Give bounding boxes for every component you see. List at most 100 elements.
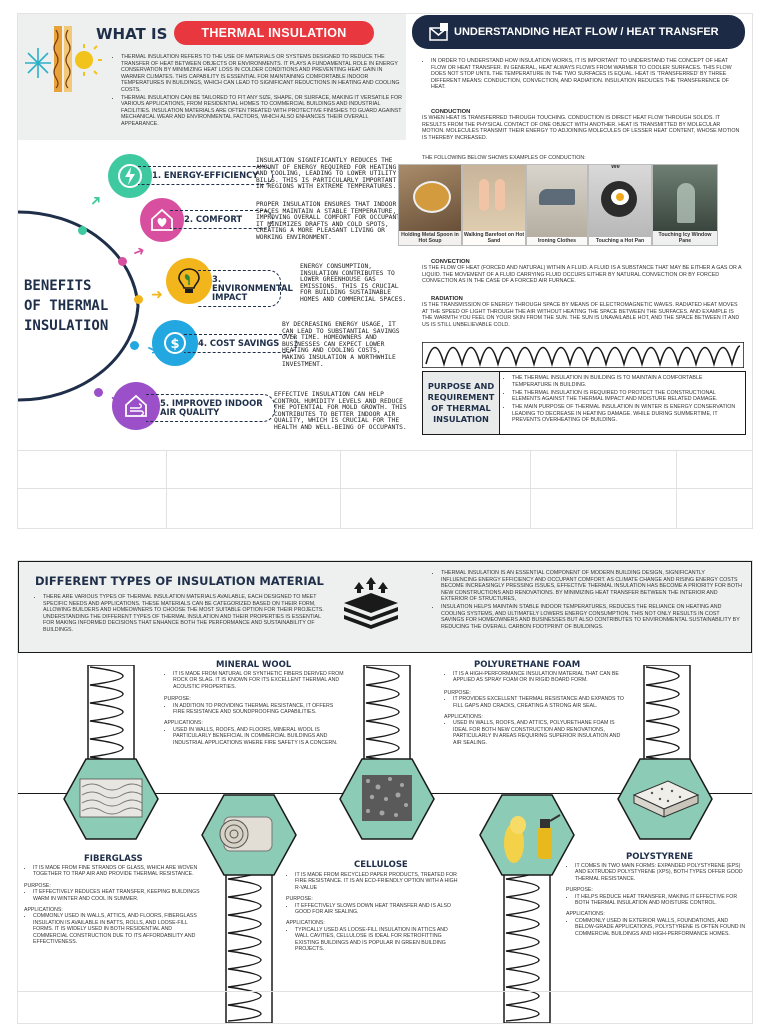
grid-divider (18, 450, 752, 451)
comfort-heart-home-icon (140, 198, 184, 242)
mineral-wool-desc: IT IS MADE FROM NATURAL OR SYNTHETIC FIB… (173, 671, 344, 690)
polyurethane-desc: IT IS A HIGH-PERFORMANCE INSULATION MATE… (453, 671, 624, 684)
polyurethane-title: POLYURETHANE FOAM (474, 660, 581, 670)
air-quality-home-icon (112, 382, 160, 430)
benefit-3-label: 3. ENVIRONMENTAL IMPACT (198, 270, 293, 307)
polystyrene-purpose-label: PURPOSE: (566, 887, 593, 894)
polyurethane-spray-hexagon (479, 794, 575, 876)
cellulose-apps: TYPICALLY USED AS LOOSE-FILL INSULATION … (295, 927, 462, 953)
grid-divider (18, 488, 752, 489)
example-overlay-text: We (611, 164, 620, 170)
mineral-wool-text: IT IS MADE FROM NATURAL OR SYNTHETIC FIB… (164, 671, 344, 746)
convection-text: IS THE FLOW OF HEAT (FORCED AND NATURAL)… (422, 265, 742, 284)
connector-dot (118, 257, 127, 266)
example-photo-sand: Walking Barefoot on Hot Sand (462, 164, 526, 246)
polystyrene-purpose: IT HELPS REDUCE HEAT TRANSFER, MAKING IT… (575, 894, 746, 907)
grid-divider (676, 450, 677, 528)
benefit-1-label: 1. ENERGY-EFFICIENCY (138, 166, 273, 185)
radiation-text: IS THE TRANSMISSION OF ENERGY THROUGH SP… (422, 302, 740, 328)
types-intro: THERE ARE VARIOUS TYPES OF THERMAL INSUL… (34, 594, 324, 635)
purpose-point-1: THE THERMAL INSULATION IN BUILDING IS TO… (512, 375, 741, 388)
purpose-point-3: THE MAIN PURPOSE OF THERMAL INSULATION I… (512, 404, 741, 424)
what-is-para-1: THERMAL INSULATION REFERS TO THE USE OF … (121, 54, 404, 93)
mineral-wool-apps: USED IN WALLS, ROOFS, AND FLOORS, MINERA… (173, 727, 344, 746)
convection-section: CONVECTION IS THE FLOW OF HEAT (FORCED A… (422, 259, 744, 285)
envelope-note-icon (429, 23, 448, 41)
fiberglass-purpose: IT EFFECTIVELY REDUCES HEAT TRANSFER, KE… (33, 889, 204, 902)
connector-dot (94, 388, 103, 397)
mineral-wool-apps-label: APPLICATIONS: (164, 720, 203, 727)
example-photo-window: Touching Icy Window Pane (652, 164, 718, 246)
mineral-wool-purpose: IN ADDITION TO PROVIDING THERMAL RESISTA… (173, 703, 344, 716)
conduction-section: CONDUCTION IS WHEN HEAT IS TRANSFERRED T… (422, 109, 744, 141)
cellulose-title: CELLULOSE (354, 860, 408, 870)
example-caption-3: Ironing Clothes (527, 237, 587, 245)
fiberglass-hexagon (63, 758, 159, 840)
fiberglass-desc: IT IS MADE FROM FINE STRANDS OF GLASS, W… (33, 865, 204, 878)
polyurethane-apps-label: APPLICATIONS: (444, 714, 483, 721)
example-photo-iron: Ironing Clothes (526, 164, 588, 246)
benefit-5-desc: EFFECTIVE INSULATION CAN HELP CONTROL HU… (274, 391, 407, 431)
cellulose-text: IT IS MADE FROM RECYCLED PAPER PRODUCTS,… (286, 872, 462, 952)
mineral-wool-title: MINERAL WOOL (216, 660, 292, 670)
fiberglass-apps-label: APPLICATIONS: (24, 907, 63, 914)
types-title: DIFFERENT TYPES OF INSULATION MATERIAL (35, 574, 324, 588)
arrow-icon: ➜ (151, 286, 163, 302)
fiberglass-purpose-label: PURPOSE: (24, 882, 51, 889)
types-right-text: THERMAL INSULATION IS AN ESSENTIAL COMPO… (432, 570, 742, 632)
infographic-sheet-2: DIFFERENT TYPES OF INSULATION MATERIAL T… (18, 561, 752, 1023)
example-caption-1: Holding Metal Spoon in Hot Soup (399, 231, 461, 245)
benefit-2-desc: PROPER INSULATION ENSURES THAT INDOOR SP… (256, 201, 408, 241)
cellulose-apps-label: APPLICATIONS: (286, 920, 325, 927)
example-photo-pan: We Touching a Hot Pan (588, 164, 652, 246)
cellulose-purpose-label: PURPOSE: (286, 896, 313, 903)
benefits-hub-title: BENEFITS OF THERMAL INSULATION (24, 278, 109, 334)
cellulose-hexagon (339, 758, 435, 840)
conduction-text: IS WHEN HEAT IS TRANSFERRED THROUGH TOUC… (422, 115, 740, 141)
polyurethane-purpose: IT PROVIDES EXCELLENT THERMAL RESISTANCE… (453, 696, 624, 709)
cellulose-desc: IT IS MADE FROM RECYCLED PAPER PRODUCTS,… (295, 872, 462, 891)
thermal-insulation-pill: THERMAL INSULATION (174, 21, 374, 45)
connector-dot (134, 295, 143, 304)
mineral-wool-roll-hexagon (201, 794, 297, 876)
example-photo-spoon: Holding Metal Spoon in Hot Soup (398, 164, 462, 246)
types-right-para-2: INSULATION HELPS MAINTAIN STABLE INDOOR … (441, 604, 742, 630)
fiberglass-text: IT IS MADE FROM FINE STRANDS OF GLASS, W… (24, 865, 204, 945)
types-right-para-1: THERMAL INSULATION IS AN ESSENTIAL COMPO… (441, 570, 742, 603)
connector-dot (130, 341, 139, 350)
what-is-heading: WHAT IS (96, 25, 168, 43)
example-caption-2: Walking Barefoot on Hot Sand (463, 231, 525, 245)
purpose-points: THE THERMAL INSULATION IN BUILDING IS TO… (503, 375, 741, 425)
purpose-title: PURPOSE AND REQUIREMENT OF THERMAL INSUL… (423, 372, 500, 434)
benefit-2-label: 2. COMFORT (170, 210, 273, 229)
radiation-section: RADIATION IS THE TRANSMISSION OF ENERGY … (422, 296, 744, 328)
radiation-heading: RADIATION (431, 296, 463, 302)
conduction-heading: CONDUCTION (431, 109, 471, 115)
grid-divider (530, 450, 531, 528)
polyurethane-text: IT IS A HIGH-PERFORMANCE INSULATION MATE… (444, 671, 624, 746)
purpose-box: PURPOSE AND REQUIREMENT OF THERMAL INSUL… (422, 371, 746, 435)
benefit-1-desc: INSULATION SIGNIFICANTLY REDUCES THE AMO… (256, 157, 397, 191)
heat-flow-intro-text: IN ORDER TO UNDERSTAND HOW INSULATION WO… (431, 58, 744, 91)
polystyrene-title: POLYSTYRENE (626, 852, 694, 862)
polyurethane-purpose-label: PURPOSE: (444, 689, 471, 696)
polystyrene-text: IT COMES IN TWO MAIN FORMS: EXPANDED POL… (566, 863, 746, 937)
grid-divider (166, 450, 167, 528)
types-intro-text: THERE ARE VARIOUS TYPES OF THERMAL INSUL… (43, 594, 324, 633)
benefit-5-label: 5. IMPROVED INDOOR AIR QUALITY (146, 394, 275, 422)
example-caption-4: Touching a Hot Pan (589, 237, 651, 245)
benefit-4-desc: BY DECREASING ENERGY USAGE, IT CAN LEAD … (282, 321, 400, 368)
benefits-hub-arc (18, 210, 140, 402)
polystyrene-desc: IT COMES IN TWO MAIN FORMS: EXPANDED POL… (575, 863, 746, 882)
insulation-batting-strip (422, 342, 744, 368)
convection-heading: CONVECTION (431, 259, 470, 265)
what-is-para-2: THERMAL INSULATION CAN BE TAILORED TO FI… (121, 95, 404, 128)
polyurethane-apps: USED IN WALLS, ROOFS, AND ATTICS, POLYUR… (453, 720, 624, 746)
polystyrene-apps: COMMONLY USED IN EXTERIOR WALLS, FOUNDAT… (575, 918, 746, 937)
purpose-point-2: THE THERMAL INSULATION IS REQUIRED TO PR… (512, 390, 741, 403)
heat-flow-title: UNDERSTANDING HEAT FLOW / HEAT TRANSFER (454, 26, 719, 38)
insulation-sun-snow-icon (25, 26, 102, 92)
svg-text:$: $ (170, 337, 179, 352)
examples-heading: THE FOLLOWING BELOW SHOWS EXAMPLES OF CO… (422, 155, 586, 161)
benefit-3-desc: ENERGY CONSUMPTION, INSULATION CONTRIBUT… (300, 263, 407, 303)
